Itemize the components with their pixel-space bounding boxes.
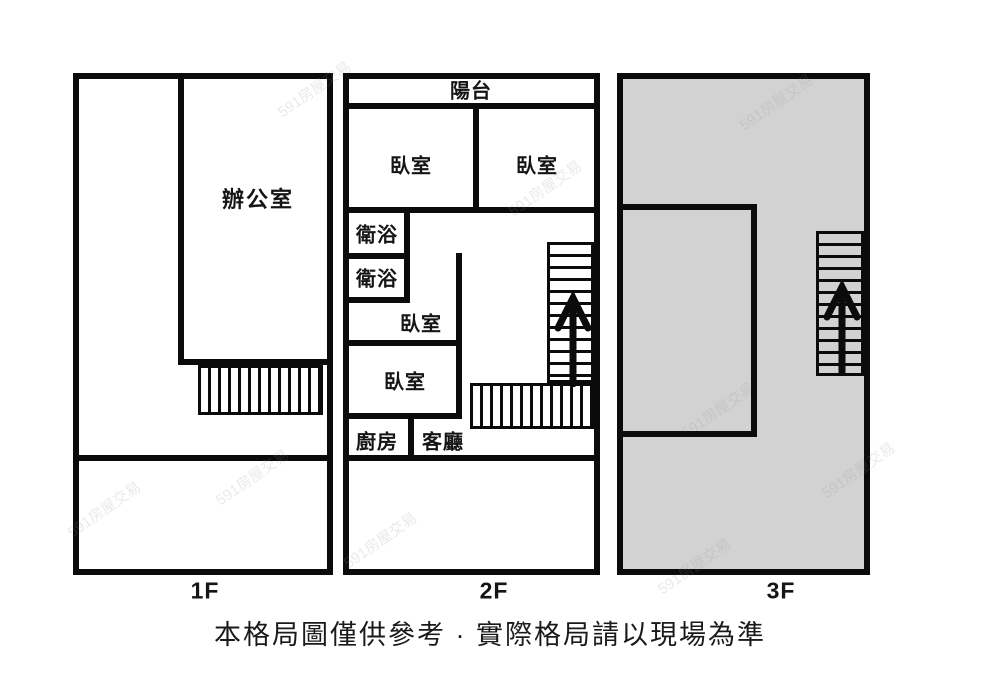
up-arrow-icon — [554, 292, 592, 387]
room-label-bathroom-1: 衛浴 — [356, 224, 398, 247]
wall-segment — [404, 213, 410, 253]
wall-segment — [349, 253, 410, 259]
watermark: 591房屋交易 — [64, 478, 145, 542]
wall-segment — [751, 204, 757, 437]
wall-segment — [349, 455, 594, 461]
floor-label-3f: 3F — [766, 577, 796, 604]
wall-segment — [623, 431, 757, 437]
watermark: 591房屋交易 — [654, 535, 735, 599]
room-label-bedroom-top-right: 臥室 — [516, 155, 558, 178]
watermark: 591房屋交易 — [736, 71, 817, 135]
wall-segment — [178, 79, 184, 365]
watermark: 591房屋交易 — [818, 439, 899, 503]
floorplan-1f: 591房屋交易 591房屋交易 — [65, 58, 354, 575]
room-label-balcony: 陽台 — [450, 80, 492, 103]
staircase-1f — [198, 365, 323, 415]
room-label-bedroom-lower: 臥室 — [384, 371, 426, 394]
disclaimer-caption: 本格局圖僅供參考 · 實際格局請以現場為準 — [214, 620, 766, 650]
room-label-living-room: 客廳 — [422, 431, 464, 454]
room-label-bathroom-2: 衛浴 — [356, 268, 398, 291]
wall-segment — [349, 413, 462, 419]
room-label-kitchen: 廚房 — [356, 431, 398, 454]
floor-label-1f: 1F — [190, 577, 220, 604]
wall-segment — [404, 259, 410, 297]
wall-segment — [349, 103, 594, 109]
up-arrow-icon — [823, 281, 861, 376]
wall-segment — [178, 359, 327, 365]
floorplan-2f — [343, 73, 600, 575]
wall-segment — [473, 109, 479, 207]
wall-segment — [349, 297, 410, 303]
wall-segment — [456, 346, 462, 419]
wall-segment — [349, 207, 594, 213]
room-label-office: 辦公室 — [221, 187, 295, 212]
staircase-2f-lower-run — [470, 383, 594, 429]
wall-segment — [79, 455, 327, 461]
wall-segment — [408, 419, 414, 461]
room-label-bedroom-top-left: 臥室 — [390, 155, 432, 178]
wall-segment — [456, 253, 462, 346]
room-label-bedroom-middle: 臥室 — [400, 313, 442, 336]
wall-segment — [623, 204, 757, 210]
wall-segment — [349, 340, 462, 346]
floor-label-2f: 2F — [479, 577, 509, 604]
